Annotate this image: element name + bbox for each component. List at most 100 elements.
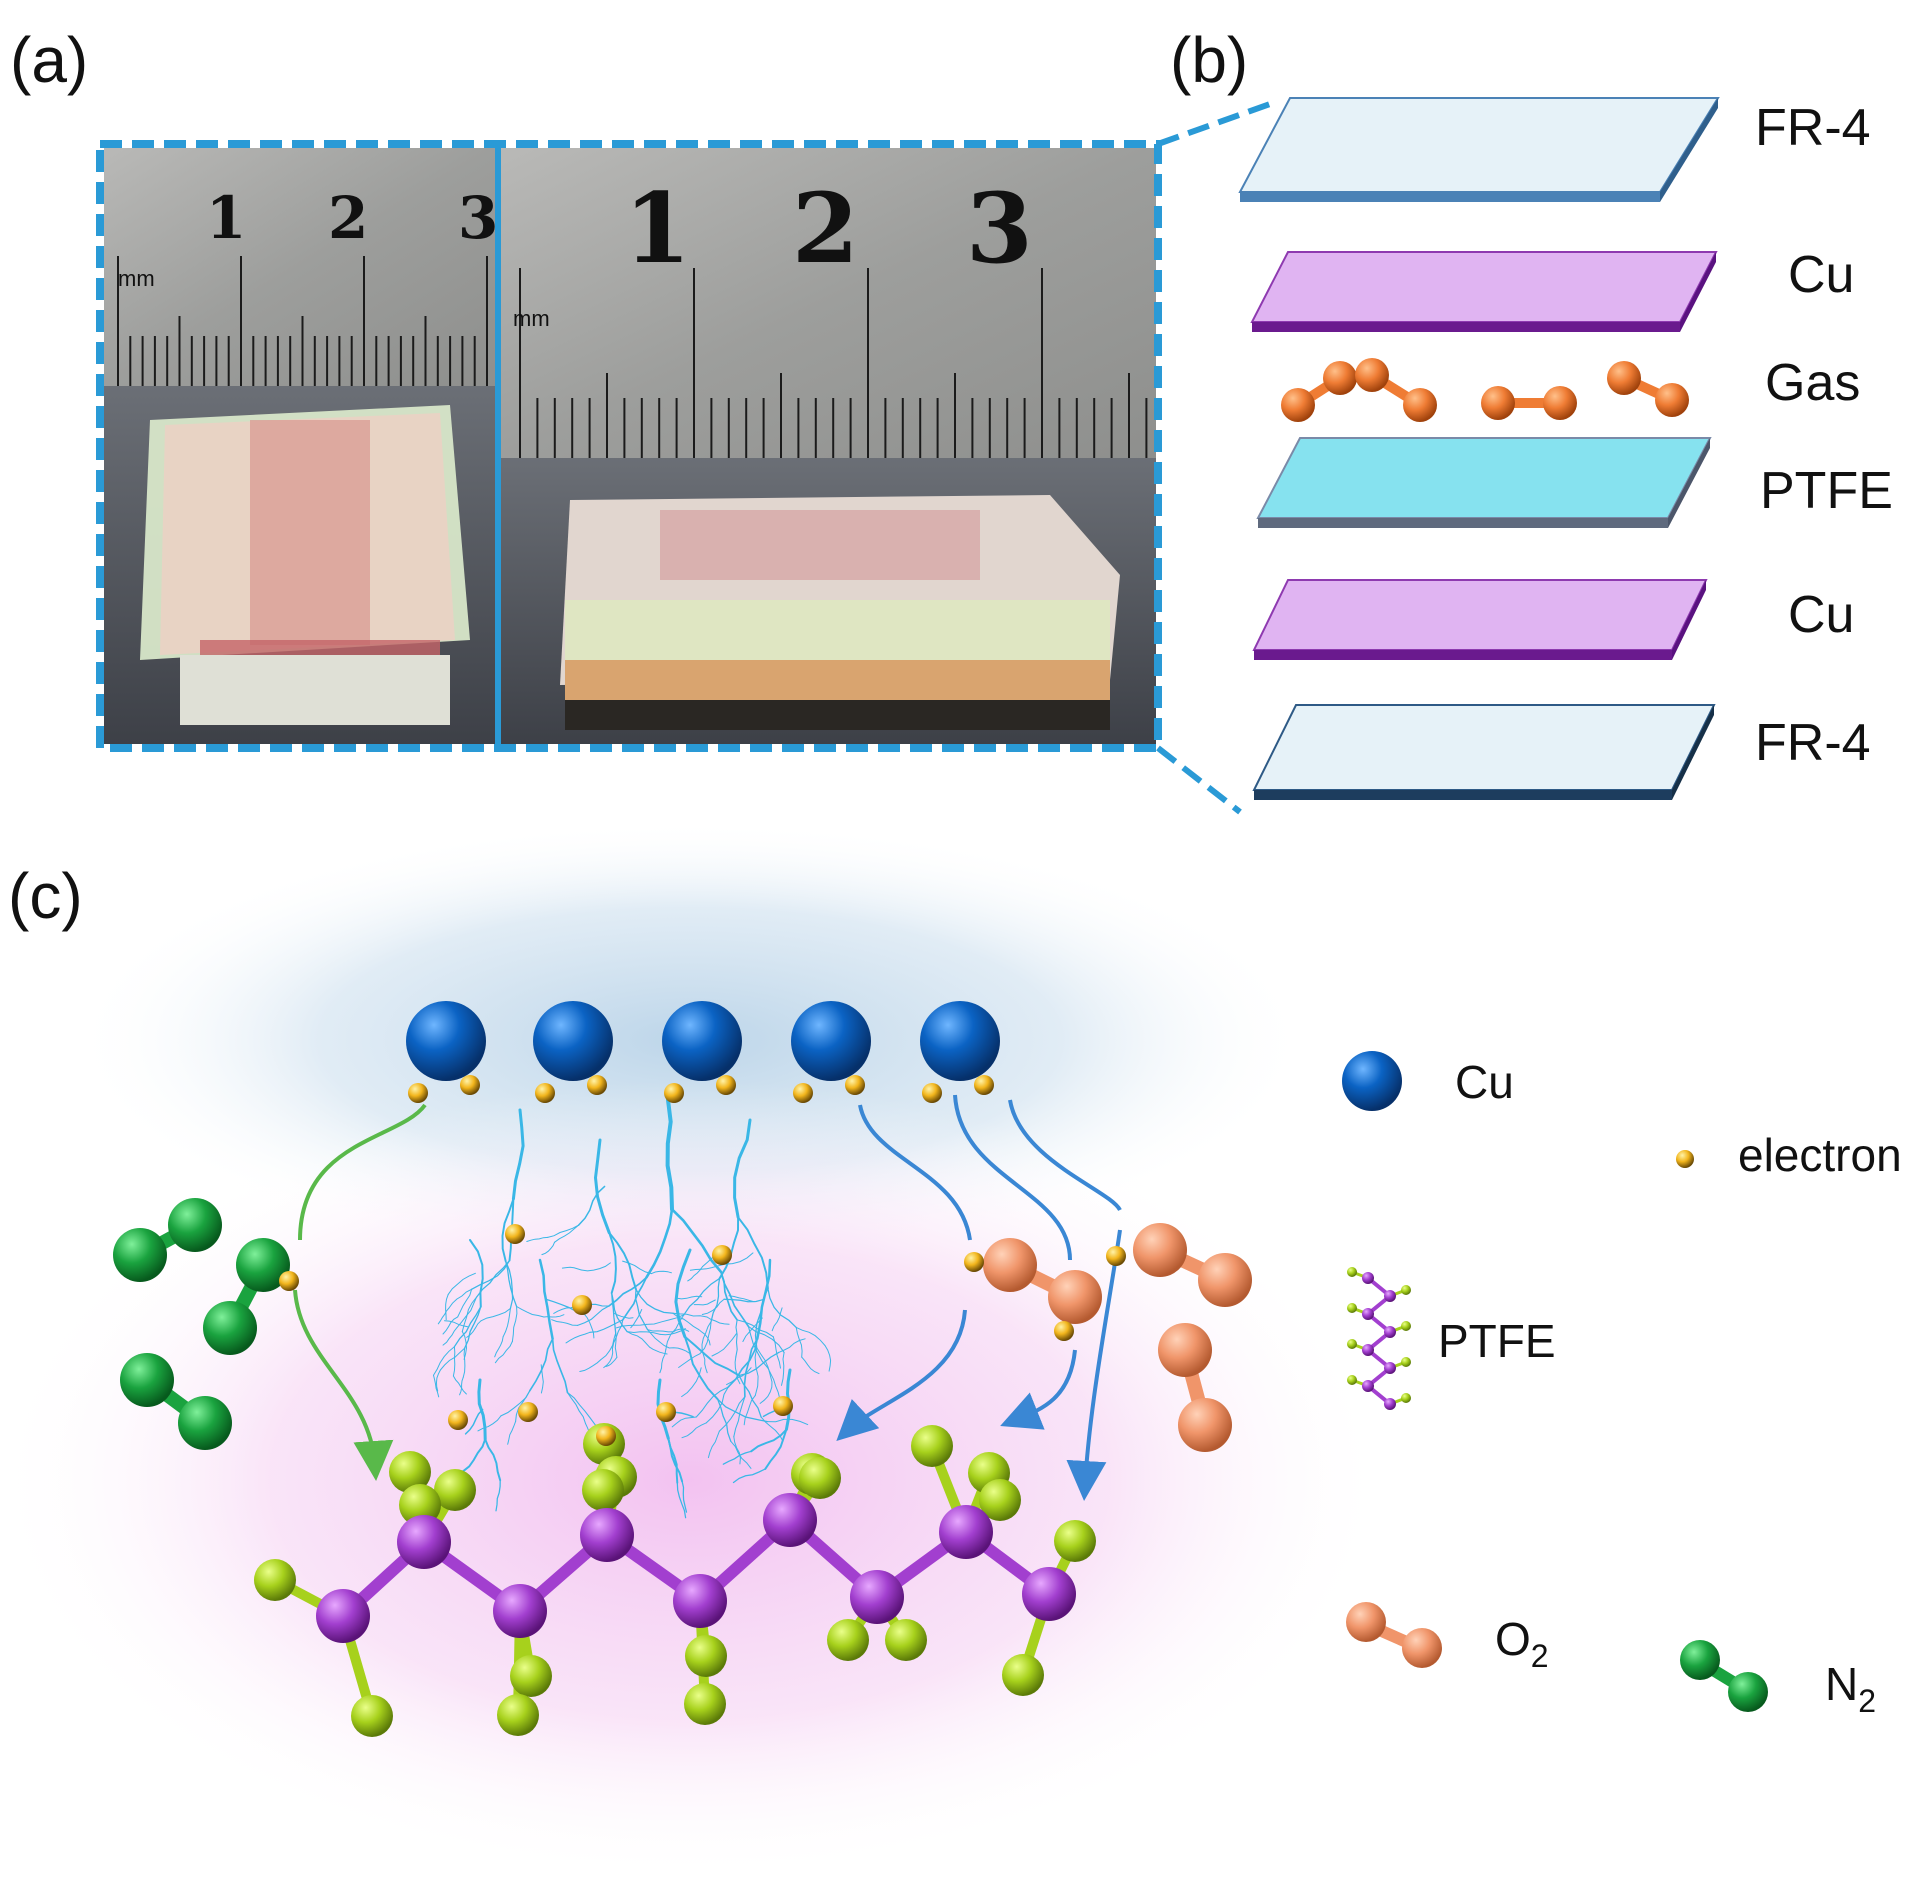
layer-label-ptfe: PTFE (1760, 462, 1893, 520)
electron (656, 1402, 676, 1422)
fluorine-atom (399, 1484, 441, 1526)
discharge-branch (734, 1356, 741, 1385)
nitrogen-atom (203, 1301, 257, 1355)
fluorine-atom (351, 1695, 393, 1737)
discharge-branch (577, 1185, 606, 1226)
legend-label-electron: electron (1738, 1129, 1902, 1181)
discharge-branch (579, 1359, 602, 1372)
layer-label-fr4-top: FR-4 (1755, 99, 1871, 157)
legend-fluorine-atom (1401, 1285, 1411, 1295)
gas-molecule (1355, 358, 1437, 422)
ptfe-chain (254, 1423, 1096, 1737)
discharge-branch (484, 1438, 502, 1482)
legend-carbon-atom (1384, 1398, 1396, 1410)
discharge-branch (444, 1320, 469, 1328)
legend-label-n2-subscript: 2 (1858, 1683, 1876, 1719)
layer-label-fr4-bottom: FR-4 (1755, 714, 1871, 772)
layer-cu-bottom (1252, 579, 1708, 660)
cu-atom (533, 1001, 613, 1103)
n2-molecule (203, 1238, 290, 1355)
discharge-branch (456, 1296, 478, 1329)
discharge-branch (477, 1378, 487, 1441)
layer-label-gas: Gas (1765, 354, 1860, 412)
o2-molecule (1158, 1323, 1232, 1452)
zoom-line-top (1156, 101, 1272, 147)
ruler-unit-right: mm (513, 306, 550, 331)
legend-carbon-atom (1362, 1380, 1374, 1392)
discharge-branch (647, 1329, 670, 1349)
discharge-branch (695, 1386, 729, 1418)
layer-label-cu-bottom: Cu (1788, 586, 1854, 644)
electron (845, 1075, 865, 1095)
o2-molecule (983, 1238, 1102, 1324)
discharge-branch (447, 1272, 476, 1295)
carbon-atom (850, 1570, 904, 1624)
discharge-branch (705, 1386, 729, 1424)
ruler-ticks-left (117, 256, 488, 386)
discharge-branch (726, 1367, 752, 1386)
legend-fluorine-atom (1401, 1393, 1411, 1403)
electron (793, 1083, 813, 1103)
fluorine-atom (827, 1619, 869, 1661)
ruler-number-right-3: 3 (966, 172, 1033, 285)
electron (448, 1410, 468, 1430)
cu-atom-sphere (533, 1001, 613, 1081)
legend-carbon-atom (1384, 1326, 1396, 1338)
carbon-atom (939, 1505, 993, 1559)
cu-atom-sphere (791, 1001, 871, 1081)
legend-carbon-atom (1362, 1344, 1374, 1356)
n2-molecule (113, 1198, 222, 1282)
discharge-branch (511, 1108, 525, 1201)
legend-fluorine-atom (1401, 1321, 1411, 1331)
cu-atom (791, 1001, 871, 1103)
discharge-branch (626, 1331, 661, 1335)
cu-atom-row (406, 1001, 1000, 1103)
discharge-branch (477, 1415, 502, 1432)
discharge-branch (528, 1337, 554, 1392)
discharge-branch (511, 1306, 518, 1342)
discharge-branch (707, 1430, 720, 1459)
legend-fluorine-atom (1347, 1267, 1357, 1277)
oxygen-atom (1178, 1398, 1232, 1452)
fluorine-atom (434, 1469, 476, 1511)
discharge-branch (501, 1197, 515, 1263)
discharge-branch (580, 1262, 611, 1272)
discharge-branch (676, 1482, 687, 1519)
discharge-branch (735, 1319, 738, 1358)
fluorine-atom (582, 1469, 624, 1511)
discharge-branch (678, 1353, 701, 1368)
nitrogen-atom (236, 1238, 290, 1292)
electron (1106, 1246, 1126, 1266)
discharge-branch (614, 1332, 618, 1358)
n2-molecule (120, 1353, 232, 1450)
gas-atom (1403, 388, 1437, 422)
discharge-branch (608, 1231, 637, 1291)
panel-label-b: (b) (1170, 24, 1248, 96)
gas-atom (1543, 386, 1577, 420)
discharge-branch (674, 1248, 692, 1339)
discharge-branch (462, 1438, 487, 1473)
discharge-branch (706, 1316, 730, 1325)
carbon-atom (580, 1508, 634, 1562)
discharge-branch (566, 1392, 596, 1426)
discharge-branch (723, 1298, 765, 1303)
zoom-line-bottom (1156, 745, 1242, 815)
gas-atom (1281, 388, 1315, 422)
discharge-branch (720, 1270, 750, 1328)
discharge-branch (701, 1298, 725, 1315)
discharge-branch (718, 1396, 746, 1432)
electron (974, 1075, 994, 1095)
discharge-branch (701, 1321, 712, 1352)
discharge-branch (733, 1396, 746, 1438)
discharge-branch (767, 1287, 797, 1329)
discharge-branch (647, 1329, 675, 1333)
discharge-branch (608, 1231, 617, 1294)
discharge-branch (507, 1420, 517, 1445)
discharge-branch (681, 1367, 702, 1398)
fluorine-atom (979, 1479, 1021, 1521)
discharge-branch (689, 1265, 718, 1271)
discharge-branch (801, 1356, 820, 1375)
cu-atom (406, 1001, 486, 1103)
discharge-branch (433, 1374, 440, 1398)
fluorine-atom (799, 1457, 841, 1499)
